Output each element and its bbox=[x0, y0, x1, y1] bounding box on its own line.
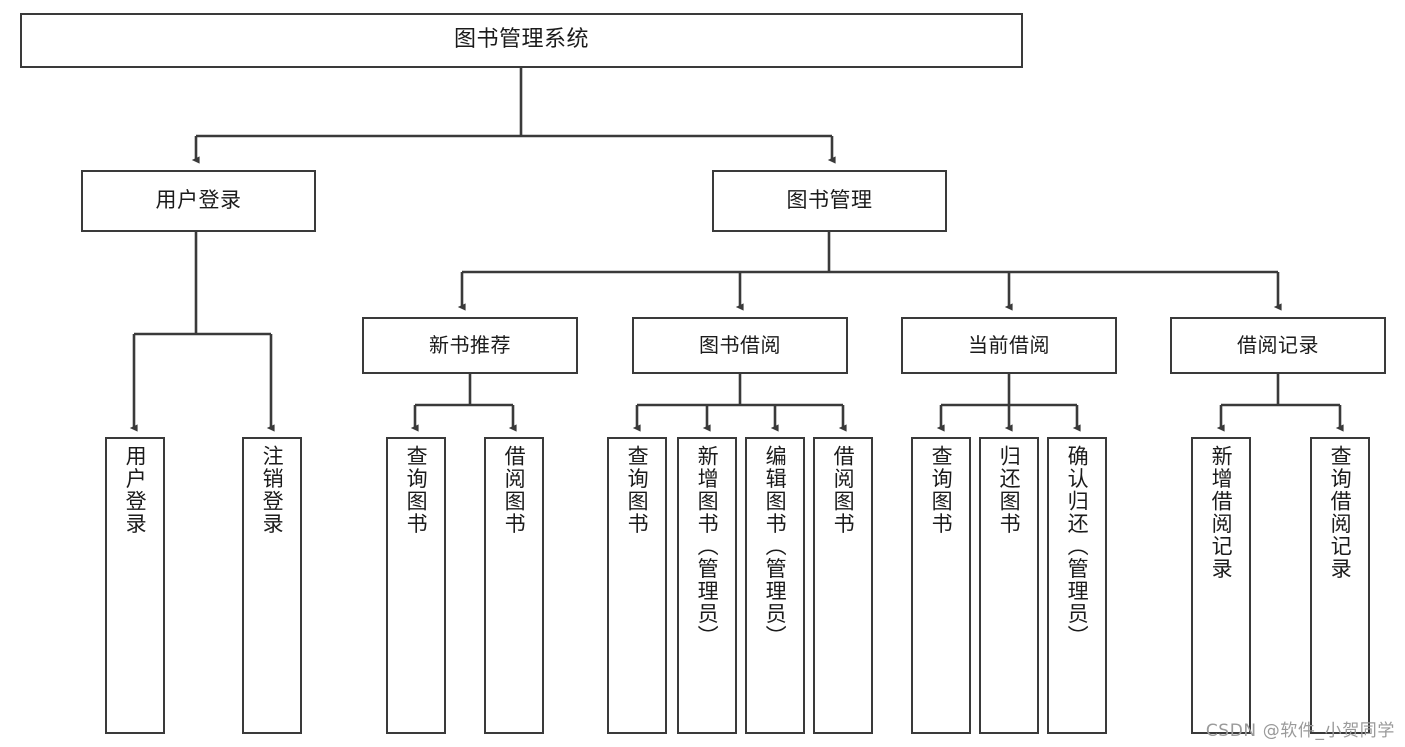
node-label: 查询借阅记录 bbox=[1328, 445, 1353, 580]
node-book-management[interactable]: 图书管理 bbox=[712, 170, 947, 232]
leaf-book-borrow-borrow-books[interactable]: 借阅图书 bbox=[813, 437, 873, 734]
leaf-user-login-login[interactable]: 用户登录 bbox=[105, 437, 165, 734]
node-label: 查询图书 bbox=[404, 445, 429, 535]
node-label: 编辑图书（管理员） bbox=[763, 445, 788, 648]
node-label: 新增图书（管理员） bbox=[695, 445, 720, 648]
csdn-watermark: CSDN @软件_小贺同学 bbox=[1205, 721, 1395, 741]
node-user-login[interactable]: 用户登录 bbox=[81, 170, 316, 232]
node-label: 用户登录 bbox=[155, 188, 242, 213]
leaf-borrow-record-add-record[interactable]: 新增借阅记录 bbox=[1191, 437, 1251, 734]
node-label: 借阅图书 bbox=[831, 445, 856, 535]
node-label: 当前借阅 bbox=[968, 333, 1050, 358]
node-root-book-management-system[interactable]: 图书管理系统 bbox=[20, 13, 1023, 68]
leaf-current-borrow-query-books[interactable]: 查询图书 bbox=[911, 437, 971, 734]
leaf-new-book-borrow-books[interactable]: 借阅图书 bbox=[484, 437, 544, 734]
node-label: 借阅图书 bbox=[502, 445, 527, 535]
node-label: 查询图书 bbox=[625, 445, 650, 535]
node-label: 图书管理 bbox=[786, 188, 873, 213]
leaf-book-borrow-add-book-admin[interactable]: 新增图书（管理员） bbox=[677, 437, 737, 734]
node-label: 借阅记录 bbox=[1237, 333, 1319, 358]
leaf-book-borrow-edit-book-admin[interactable]: 编辑图书（管理员） bbox=[745, 437, 805, 734]
node-label: 注销登录 bbox=[260, 445, 285, 535]
leaf-book-borrow-query-books[interactable]: 查询图书 bbox=[607, 437, 667, 734]
leaf-current-borrow-return-books[interactable]: 归还图书 bbox=[979, 437, 1039, 734]
node-book-borrowing[interactable]: 图书借阅 bbox=[632, 317, 848, 374]
leaf-user-login-logout[interactable]: 注销登录 bbox=[242, 437, 302, 734]
node-label: 新书推荐 bbox=[429, 333, 511, 358]
node-label: 图书借阅 bbox=[699, 333, 781, 358]
node-label: 图书管理系统 bbox=[453, 27, 589, 53]
node-label: 确认归还（管理员） bbox=[1065, 445, 1090, 648]
node-label: 新增借阅记录 bbox=[1209, 445, 1234, 580]
node-borrow-records[interactable]: 借阅记录 bbox=[1170, 317, 1386, 374]
node-new-book-recommendation[interactable]: 新书推荐 bbox=[362, 317, 578, 374]
leaf-borrow-record-query-record[interactable]: 查询借阅记录 bbox=[1310, 437, 1370, 734]
leaf-current-borrow-confirm-return-admin[interactable]: 确认归还（管理员） bbox=[1047, 437, 1107, 734]
node-label: 归还图书 bbox=[997, 445, 1022, 535]
node-current-borrowing[interactable]: 当前借阅 bbox=[901, 317, 1117, 374]
node-label: 用户登录 bbox=[123, 445, 148, 535]
node-label: 查询图书 bbox=[929, 445, 954, 535]
leaf-new-book-query-books[interactable]: 查询图书 bbox=[386, 437, 446, 734]
